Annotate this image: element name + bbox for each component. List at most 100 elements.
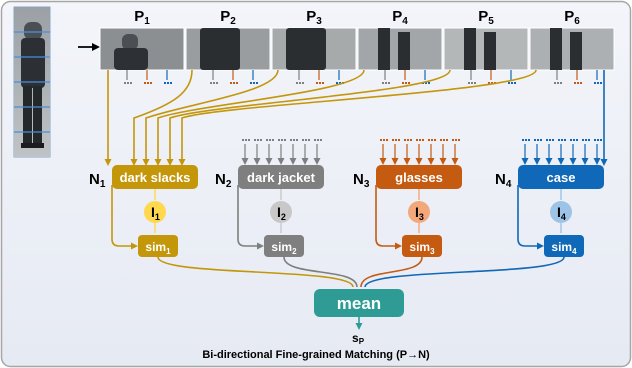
feature-dot: [256, 82, 258, 84]
sim-box: [264, 235, 304, 257]
token-dot: [570, 139, 572, 141]
phrase-box: [518, 165, 604, 189]
token-dot: [395, 139, 397, 141]
importance-label: I4: [557, 204, 566, 222]
feature-dot: [425, 82, 427, 84]
token-dot: [431, 139, 433, 141]
patch-to-noun1-connector: [178, 69, 537, 166]
patch-split-lines: [14, 31, 50, 133]
token-dot: [546, 139, 548, 141]
importance-label: I3: [415, 204, 424, 222]
feature-dot: [150, 82, 152, 84]
token-dot: [540, 139, 542, 141]
token-dot: [446, 139, 448, 141]
feature-dot: [296, 82, 298, 84]
feature-dot: [511, 82, 513, 84]
figure-caption: Bi-directional Fine-grained Matching (P→…: [202, 349, 430, 361]
feature-dot: [560, 82, 562, 84]
patch-to-noun1-connector: [166, 69, 451, 166]
sim-box: [544, 235, 584, 257]
patch-to-noun1-connector: [130, 69, 193, 166]
token-dot: [407, 139, 409, 141]
phrase-label: dark jacket: [247, 170, 316, 185]
patch-label-4: P4: [392, 8, 408, 27]
token-dot: [594, 139, 596, 141]
mean-box: [314, 289, 404, 317]
token-dot: [522, 139, 524, 141]
sim-box: [138, 235, 178, 257]
feature-dot: [302, 82, 304, 84]
feature-dot: [600, 82, 602, 84]
feature-dot: [488, 82, 490, 84]
patch-strip: [99, 27, 615, 71]
feature-dot: [405, 82, 407, 84]
patch-to-noun1-connector: [154, 69, 365, 166]
feature-dot: [385, 82, 387, 84]
token-dot: [549, 139, 551, 141]
feature-dot: [316, 82, 318, 84]
feature-dot: [167, 82, 169, 84]
feature-dot: [230, 82, 232, 84]
noun-index-label: N1: [89, 171, 106, 190]
patch-4: [357, 27, 443, 71]
feature-dot: [236, 82, 238, 84]
feature-dot: [514, 82, 516, 84]
sim-to-mean-connector: [364, 256, 565, 288]
token-dot: [600, 139, 602, 141]
feature-dot: [127, 82, 129, 84]
token-dot: [410, 139, 412, 141]
token-dot: [588, 139, 590, 141]
feature-dot: [597, 82, 599, 84]
token-dot: [534, 139, 536, 141]
token-dot: [248, 139, 250, 141]
feature-dot: [147, 82, 149, 84]
feature-dot: [468, 82, 470, 84]
feature-dot: [554, 82, 556, 84]
patch-label-1: P1: [134, 8, 150, 27]
phrase-to-sim-connector: [517, 185, 544, 250]
feature-dot: [170, 82, 172, 84]
patch-3: [271, 27, 357, 71]
token-dot: [296, 139, 298, 141]
noun-index-label: N2: [215, 171, 232, 190]
patch-1: [99, 27, 185, 71]
patch-connectors: [104, 69, 608, 166]
importance-label: I1: [151, 204, 160, 222]
sim-label: sim4: [551, 240, 577, 256]
token-dot: [552, 139, 554, 141]
sim-label: sim2: [271, 240, 297, 256]
similarity-merge-lines: [157, 256, 565, 288]
feature-dot: [580, 82, 582, 84]
token-dot: [266, 139, 268, 141]
patch-label-6: P6: [564, 8, 580, 27]
importance-circle: [270, 201, 292, 223]
token-dot: [293, 139, 295, 141]
phrase-box: [112, 165, 198, 189]
feature-dot: [402, 82, 404, 84]
feature-dot: [130, 82, 132, 84]
token-dot: [434, 139, 436, 141]
token-dot: [245, 139, 247, 141]
noun-index-label: N4: [495, 171, 512, 190]
phrase-to-sim-connector: [237, 185, 264, 250]
token-dot: [404, 139, 406, 141]
token-dot: [257, 139, 259, 141]
token-dot: [419, 139, 421, 141]
sim-to-mean-connector: [360, 256, 423, 288]
feature-dot: [233, 82, 235, 84]
token-dot: [597, 139, 599, 141]
feature-dot: [124, 82, 126, 84]
importance-circle: [144, 201, 166, 223]
patch-to-noun1-connector: [142, 69, 279, 166]
importance-circle: [408, 201, 430, 223]
feature-dot: [339, 82, 341, 84]
feature-dot: [250, 82, 252, 84]
feature-dot: [336, 82, 338, 84]
patch-6: [529, 27, 615, 71]
patch-2: [185, 27, 271, 71]
feature-dot: [408, 82, 410, 84]
